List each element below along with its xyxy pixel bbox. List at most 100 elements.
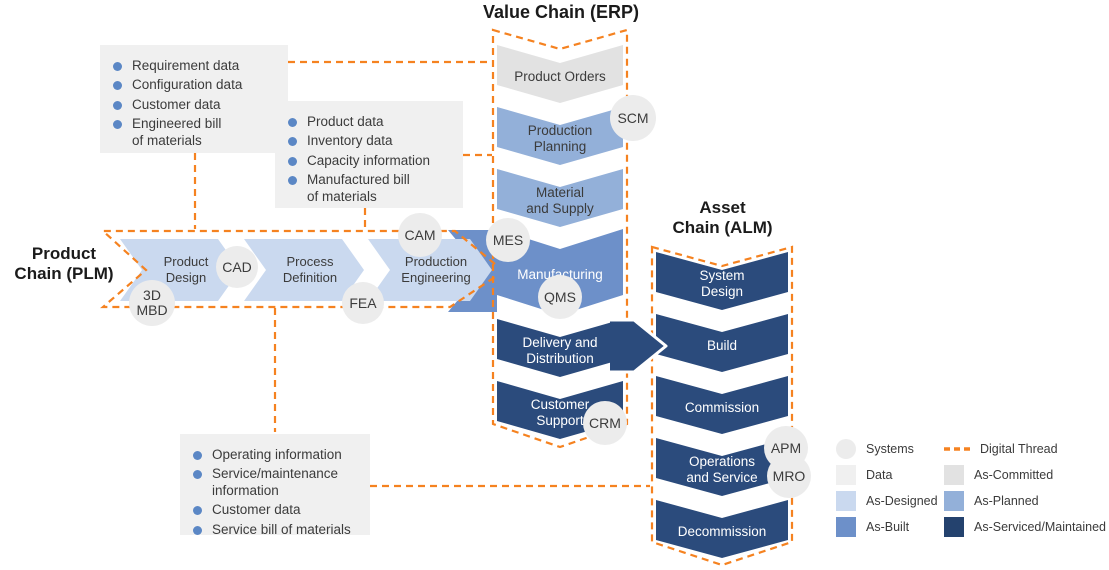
stage-label: Manufacturing <box>517 267 603 283</box>
list-item: Capacity information <box>288 153 450 169</box>
stage-label: Build <box>706 337 738 353</box>
list-item: Manufactured bill of materials <box>288 172 450 205</box>
asset-chain-outline <box>650 245 794 567</box>
system-circle-qms: QMS <box>538 275 582 319</box>
stage-label: Production Engineering <box>401 254 471 285</box>
legend-label: Systems <box>866 442 914 456</box>
list-item: Service/maintenance information <box>193 466 357 499</box>
legend-label: Data <box>866 468 893 482</box>
list-item-text: Customer data <box>212 502 301 518</box>
stage-label: Decommission <box>677 523 767 539</box>
legend-label: As-Committed <box>974 468 1054 482</box>
legend-item-as-built: As-Built <box>836 516 938 538</box>
system-circle-scm: SCM <box>610 95 656 141</box>
list-item: Inventory data <box>288 133 450 149</box>
legend-right-column: Digital Thread As-Committed As-Planned A… <box>944 438 1106 538</box>
data-box-erp: Product data Inventory data Capacity inf… <box>275 101 463 208</box>
system-circle-3d-mbd: 3D MBD <box>129 280 175 326</box>
data-box-plm: Requirement data Configuration data Cust… <box>100 45 288 153</box>
system-circle-mro: MRO <box>767 454 811 498</box>
list-item: Requirement data <box>113 58 275 74</box>
bullet-icon <box>113 120 122 130</box>
legend-item-data: Data <box>836 464 938 486</box>
as-planned-swatch-icon <box>944 491 964 511</box>
as-serviced-swatch-icon <box>944 517 964 537</box>
system-circle-crm: CRM <box>583 401 627 445</box>
list-item-text: Capacity information <box>307 152 431 168</box>
bullet-icon <box>193 451 202 460</box>
list-item: Engineered bill of materials <box>113 116 275 149</box>
list-item-text: Service bill of materials <box>212 521 351 537</box>
system-circle-mes: MES <box>486 218 530 262</box>
bullet-icon <box>113 62 122 71</box>
list-item-text: Customer data <box>132 96 221 112</box>
as-built-swatch-icon <box>836 517 856 537</box>
digital-thread-dash-icon <box>944 439 970 459</box>
system-circle-fea: FEA <box>342 282 384 324</box>
product-chain-title: Product Chain (PLM) <box>14 244 114 284</box>
bullet-icon <box>193 525 202 535</box>
legend-label: As-Serviced/Maintained <box>974 520 1107 534</box>
stage-label: Customer Support <box>530 396 590 428</box>
list-item-text: Requirement data <box>132 58 240 73</box>
legend-item-as-committed: As-Committed <box>944 464 1106 486</box>
list-item: Product data <box>288 114 450 130</box>
blue-arrow-shape <box>448 230 497 312</box>
list-item: Service bill of materials <box>193 522 357 538</box>
legend-left-column: Systems Data As-Designed As-Built <box>836 438 938 538</box>
bullet-icon <box>113 100 122 110</box>
bullet-icon <box>193 506 202 516</box>
stage-process-definition: Process Definition <box>244 239 364 301</box>
system-circle-cad: CAD <box>216 246 258 288</box>
list-item-text: Service/maintenance information <box>212 466 339 498</box>
stage-label: Commission <box>684 399 760 415</box>
data-swatch-icon <box>836 465 856 485</box>
stage-label: Product Orders <box>514 68 606 84</box>
stage-label: Material and Supply <box>526 184 594 216</box>
system-circle-cam: CAM <box>398 213 442 257</box>
as-committed-swatch-icon <box>944 465 964 485</box>
legend-label: As-Designed <box>866 494 938 508</box>
value-chain-outline <box>491 28 629 449</box>
list-item-text: Manufactured bill of materials <box>307 172 410 204</box>
navy-arrow-shape <box>610 318 668 374</box>
stage-label: Production Planning <box>527 122 593 154</box>
bullet-icon <box>288 137 297 147</box>
bullet-icon <box>288 156 297 166</box>
bullet-icon <box>288 118 297 127</box>
bullet-icon <box>193 470 202 480</box>
as-designed-swatch-icon <box>836 491 856 511</box>
value-chain-title: Value Chain (ERP) <box>482 2 640 22</box>
legend-item-as-planned: As-Planned <box>944 490 1106 512</box>
list-item: Operating information <box>193 447 357 463</box>
list-item-text: Configuration data <box>132 77 243 93</box>
legend-item-as-serviced: As-Serviced/Maintained <box>944 516 1106 538</box>
legend-item-systems: Systems <box>836 438 938 460</box>
legend-label: As-Planned <box>974 494 1039 508</box>
legend-label: As-Built <box>866 520 910 534</box>
product-chain-outline <box>100 229 496 309</box>
stage-label: Delivery and Distribution <box>522 334 598 366</box>
legend-item-as-designed: As-Designed <box>836 490 938 512</box>
stage-label: System Design <box>699 267 745 299</box>
list-item: Configuration data <box>113 77 275 93</box>
bullet-icon <box>288 176 297 186</box>
legend-item-digital-thread: Digital Thread <box>944 438 1106 460</box>
bullet-icon <box>113 81 122 91</box>
list-item-text: Inventory data <box>307 133 393 149</box>
stage-label: Product Design <box>163 254 209 285</box>
stage-label: Operations and Service <box>686 453 758 485</box>
list-item-text: Product data <box>307 114 384 129</box>
list-item-text: Engineered bill of materials <box>132 116 222 148</box>
list-item: Customer data <box>193 502 357 518</box>
systems-swatch-icon <box>836 439 856 459</box>
asset-chain-title: Asset Chain (ALM) <box>672 198 773 238</box>
legend-label: Digital Thread <box>980 442 1058 456</box>
list-item: Customer data <box>113 97 275 113</box>
list-item-text: Operating information <box>212 447 342 462</box>
stage-label: Process Definition <box>282 254 338 285</box>
